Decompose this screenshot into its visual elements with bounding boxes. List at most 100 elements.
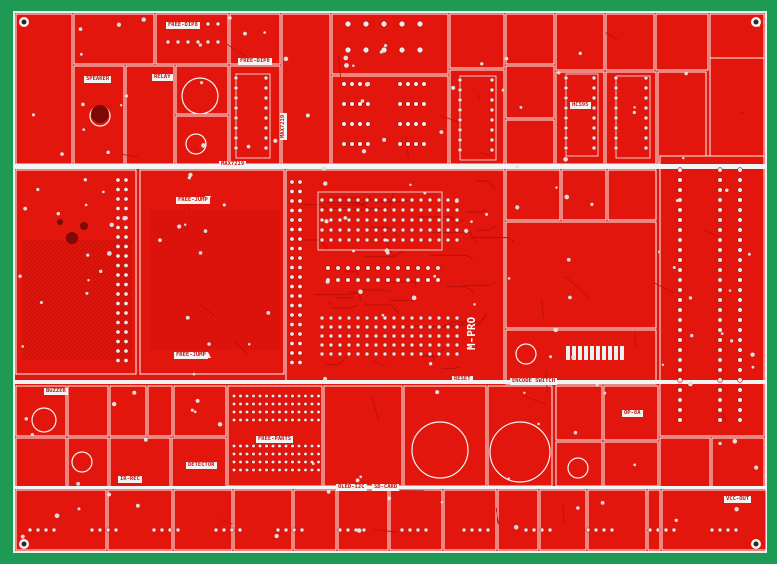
module-cell [561,169,607,221]
via [385,250,390,255]
pad [409,217,415,223]
pad [717,167,723,173]
via [473,303,476,306]
track [363,304,400,314]
pad [231,393,237,399]
led-segment [572,346,576,360]
pad [257,459,263,465]
pad [264,393,269,399]
pad [296,401,302,407]
via [661,363,665,367]
pad [115,215,121,221]
module-cell [647,489,661,551]
pad [337,342,343,348]
pad [373,217,379,223]
pad [400,197,406,203]
max7219-label-b: MAX7219 [219,161,247,168]
free-dip8-label: FREE-DIP8 [238,58,272,65]
pad [309,409,315,415]
pad [737,347,743,353]
via [732,438,738,444]
free-dip8-label-b: FREE-DIP8 [166,22,200,29]
pad [407,527,413,533]
pad [238,401,243,407]
speaker-label: SPEAKER [84,76,112,83]
pad [397,121,403,127]
track [562,504,565,526]
module-cell [603,441,659,487]
via [84,203,88,207]
pad [283,401,289,407]
pad [115,310,121,316]
pad [457,137,463,143]
pad [233,95,239,101]
pad [115,187,121,193]
pad [427,333,433,339]
mounting-hole-center [21,19,27,25]
track [540,298,545,319]
via [361,149,367,154]
pad [123,291,129,297]
via [435,390,440,395]
pad [316,443,321,449]
silk-outline [565,73,599,157]
pad [362,46,370,54]
pad [115,338,121,344]
pad [319,324,325,330]
module-cell [389,489,443,551]
pad [123,348,129,354]
via [513,524,519,530]
module-cell [173,385,227,437]
pad [398,20,406,28]
pad [296,451,302,457]
led-segment [590,346,594,360]
pad [151,527,157,533]
pad [427,207,433,213]
pad [244,467,250,473]
pad [655,527,661,533]
pad [717,417,723,423]
detector-label: DETECTOR [186,462,217,469]
track [361,289,391,293]
pad [613,115,619,121]
pad [435,265,441,271]
via [76,481,81,486]
pad [737,317,743,323]
via [198,251,203,255]
pad [436,227,442,233]
pad [337,324,343,330]
pad [677,347,683,353]
pad [364,342,370,348]
via [439,130,444,135]
pad [717,337,723,343]
pad [643,145,649,151]
pad [400,324,406,330]
pad [563,105,569,111]
via [720,332,724,336]
pad [418,207,424,213]
pad [346,217,352,223]
pad [289,331,295,337]
pad [427,227,433,233]
pad [346,197,352,203]
pad [238,409,243,415]
pad [123,244,129,250]
pad [283,527,289,533]
pad [297,179,303,185]
pad [397,101,403,107]
via [83,178,88,182]
module-cell [587,489,647,551]
pad [400,351,406,357]
via [440,501,444,504]
pad [454,333,460,339]
pad [677,207,683,213]
silk-circle [31,407,57,433]
pad [303,393,308,399]
pad [373,324,379,330]
module-cell [505,169,561,221]
track [328,301,335,306]
pad [89,527,95,533]
pad [270,409,276,415]
pad [418,217,424,223]
silk-circle [71,451,93,473]
